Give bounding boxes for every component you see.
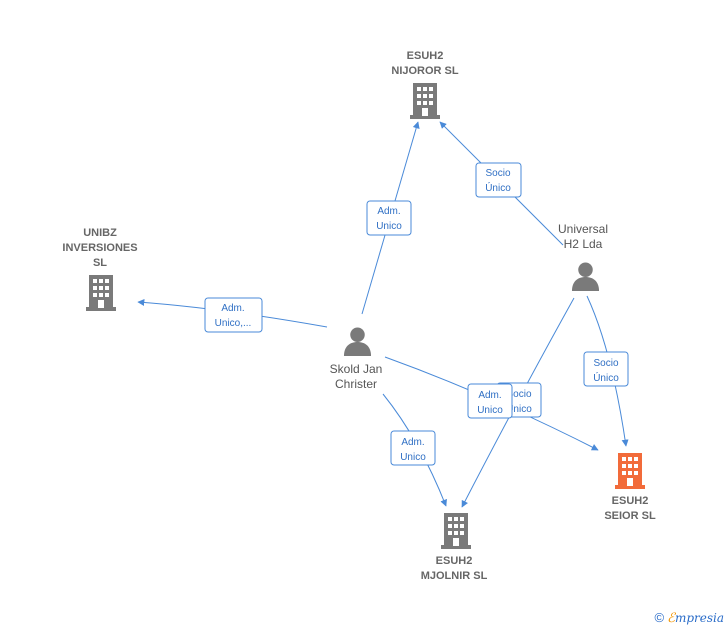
edge-label-line2: Único [485,181,511,194]
node-esuh2-nijoror[interactable]: ESUH2 NIJOROR SL [391,50,459,119]
edge-label-skold-mjolnir[interactable]: Adm. Unico [390,430,436,466]
node-skold-jan-christer[interactable]: Skold Jan Christer [330,327,383,391]
edge-label-line1: Socio [485,168,510,179]
node-name-line1: UNIBZ [83,227,117,239]
node-name-line2: INVERSIONES [62,242,137,254]
building-icon [615,453,645,489]
node-name-line2: MJOLNIR SL [421,570,488,582]
node-universal-h2[interactable]: Universal H2 Lda [558,222,608,291]
node-name-line2: NIJOROR SL [391,65,459,77]
node-name-line2: Christer [335,377,377,391]
node-unibz-inversiones[interactable]: UNIBZ INVERSIONES SL [62,227,138,311]
footer-brand[interactable]: ©ℰmpresia [654,610,724,626]
copyright-icon: © [654,610,665,625]
building-icon [410,83,440,119]
person-icon [571,262,600,291]
node-name-line1: Universal [558,222,608,236]
edge-label-line2: Unico [376,221,402,232]
edge-label-universal-nijoror[interactable]: Socio Único [475,162,522,198]
edge-label-line2: Único [506,402,532,415]
node-name-line1: ESUH2 [407,50,444,62]
edge-label-universal-seior[interactable]: Socio Único [583,351,629,387]
edge-label-skold-nijoror[interactable]: Adm. Unico [366,200,412,236]
node-name-line1: ESUH2 [436,555,473,567]
edge-label-line1: Socio [593,358,618,369]
brand-initial: ℰ [667,611,675,626]
node-name-line1: Skold Jan [330,362,383,376]
edge-label-skold-unibz[interactable]: Adm. Unico,... [204,297,263,333]
edge-label-skold-seior[interactable]: Adm. Unico [467,383,513,419]
edge-label-line1: Adm. [377,206,400,217]
building-icon [86,275,116,311]
building-icon [441,513,471,549]
edge-label-line2: Unico,... [215,318,252,329]
node-name-line2: H2 Lda [564,237,603,251]
edge-label-line2: Unico [400,452,426,463]
edge-label-line1: Adm. [401,437,424,448]
edge-label-line2: Único [593,371,619,384]
node-name-line3: SL [93,257,107,269]
edge-label-line1: Adm. [478,390,501,401]
node-esuh2-mjolnir[interactable]: ESUH2 MJOLNIR SL [421,513,488,582]
node-name-line1: ESUH2 [612,495,649,507]
edge-label-line2: Unico [477,405,503,416]
node-name-line2: SEIOR SL [604,510,656,522]
node-esuh2-seior[interactable]: ESUH2 SEIOR SL [604,453,656,522]
brand-name: mpresia [674,611,724,625]
edge-label-line1: Adm. [221,303,244,314]
person-icon [343,327,372,356]
edge-label-line1: Socio [506,389,531,400]
